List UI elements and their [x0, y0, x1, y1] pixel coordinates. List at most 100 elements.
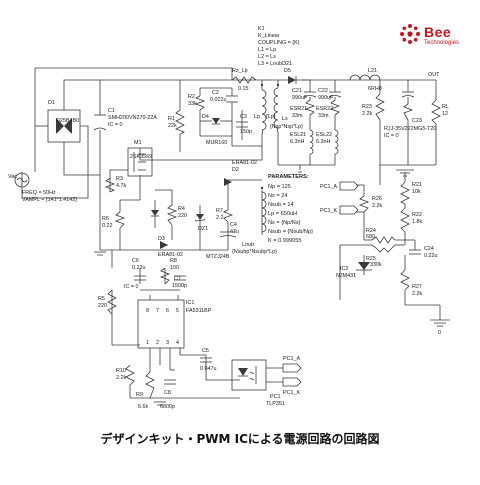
r6-label: R6 — [102, 216, 109, 222]
r25-symbol — [371, 244, 396, 253]
primary-coil-symbol — [261, 89, 267, 135]
ic1-part: FA5311BP — [186, 308, 212, 314]
r23-value: 2.2k — [362, 111, 372, 117]
r26-symbol — [358, 195, 370, 213]
esl22-label: ESL22 — [316, 132, 332, 138]
header-line-3: L1 = Lp — [258, 47, 276, 53]
param-line-3: Nsub = 14 — [268, 202, 294, 208]
ic1-label: IC1 — [186, 300, 194, 306]
r1-symbol — [175, 109, 185, 135]
pc1-part: TLP351 — [266, 401, 285, 407]
header-line-4: L2 = Ls — [258, 54, 276, 60]
pc1-k-flag-left — [282, 377, 302, 387]
parameters-block: PARAMETERS: Np = 125 Ns = 24 Nsub = 14 L… — [268, 174, 313, 244]
rl-symbol — [431, 99, 441, 125]
r2-value: 33k — [188, 101, 197, 107]
m1-part: 2SK3569 — [130, 154, 152, 160]
c4-label: C4 — [230, 222, 237, 228]
ic1-pin-4: 4 — [176, 340, 179, 346]
r10-label: R10 — [116, 368, 126, 374]
header-line-1: K_Linear — [258, 33, 280, 39]
dz1-symbol — [196, 214, 204, 220]
c4-value: 47u — [230, 229, 239, 235]
ls-label: Ls — [282, 116, 288, 122]
ic1-pin-6: 6 — [166, 308, 169, 314]
c5-label: C5 — [202, 348, 209, 354]
r26-label: R26 — [372, 196, 382, 202]
c5-value: 0.047u — [200, 366, 217, 372]
d2-part: ERA81-02 — [232, 160, 257, 166]
d3-symbol — [160, 241, 168, 249]
r5-value: 220 — [98, 303, 107, 309]
esr22-value: 33m — [318, 113, 329, 119]
r2-symbol — [194, 95, 206, 111]
l21-symbol — [349, 74, 381, 81]
ground-zero-label: 0 — [438, 330, 441, 336]
r24-label: R24 — [366, 228, 376, 234]
m1-symbol — [127, 147, 153, 177]
d3-label: D3 — [158, 236, 165, 242]
c3-value: 150p — [240, 129, 252, 135]
param-line-2: Ns = 24 — [268, 193, 287, 199]
r10-value: 2.2k — [116, 375, 126, 381]
ac-source-symbol — [14, 172, 30, 188]
r23-label: R23 — [362, 104, 372, 110]
esl21-label: ESL21 — [290, 132, 306, 138]
r7-value: 2.2 — [216, 215, 224, 221]
d5-label: D5 — [284, 68, 291, 74]
r3-symbol — [104, 177, 116, 193]
pc1-a-flag-left — [282, 363, 302, 373]
k1-label: K1 — [258, 26, 265, 32]
ground-symbols — [94, 169, 450, 406]
esl22-value: 6.3nH — [316, 139, 330, 145]
ic1-pin-1: 1 — [146, 340, 149, 346]
r24-symbol — [371, 236, 396, 244]
r21-value: 10k — [412, 189, 421, 195]
d4-label: D4 — [202, 114, 209, 120]
r25-label: R25 — [366, 256, 376, 262]
ic1-pin-8: 8 — [146, 308, 149, 314]
r3-value: 4.7k — [116, 183, 126, 189]
l21-label: L21 — [368, 68, 377, 74]
d5-symbol — [288, 76, 296, 84]
param-line-6: Nsub = {Nsub/Np} — [268, 229, 313, 235]
pc1-k-right-text: PC1_K — [320, 208, 337, 214]
r21-label: R21 — [412, 182, 422, 188]
c6-ic: IC = 0 — [124, 284, 139, 290]
r7-label: R7 — [216, 208, 223, 214]
c23-label: C23 — [412, 118, 422, 124]
c1-label: C1 — [108, 108, 115, 114]
bee-logo-icon — [400, 24, 420, 44]
ic1-pin-7: 7 — [156, 308, 159, 314]
c1-ic: IC = 0 — [108, 122, 123, 128]
r6-symbol — [114, 211, 126, 229]
r9-value: 5.6k — [138, 404, 148, 410]
r9-label: R9 — [136, 392, 143, 398]
c23-part: RJJ-35V222MG5-T20 — [384, 126, 436, 132]
param-line-1: Np = 125 — [268, 184, 291, 190]
labels: K1 K_Linear COUPLING = {K} L1 = Lp L2 = … — [8, 26, 449, 410]
header-line-5: L3 = LnubD21 — [258, 61, 292, 67]
c24-label: C24 — [424, 246, 434, 252]
r4-symbol — [166, 204, 178, 226]
ic2-label: IC2 — [340, 266, 348, 272]
r21-symbol — [400, 181, 410, 205]
aux-coil-symbol — [261, 191, 267, 233]
c8-label: C8 — [164, 390, 171, 396]
diagram-caption: デザインキット・PWM ICによる電源回路の回路図 — [100, 432, 380, 446]
c22-label: C22 — [318, 88, 328, 94]
d3-part: ERA81-02 — [158, 252, 183, 258]
pc1-label: PC1 — [270, 394, 281, 400]
param-line-5: Ns = {Np/Ns} — [268, 220, 301, 226]
r22-symbol — [400, 207, 410, 233]
ic1-pin-5: 5 — [176, 308, 179, 314]
pc1-a-left-text: PC1_A — [283, 356, 300, 362]
c7-label: C7 — [174, 276, 181, 282]
r9-symbol — [145, 371, 155, 399]
pc1-k-left-text: PC1_K — [283, 390, 300, 396]
c7-value: 1500p — [172, 283, 187, 289]
l21-value: 6RH8 — [368, 86, 382, 92]
c3-label: C3 — [240, 114, 247, 120]
ic2-part: NJM431 — [336, 273, 356, 279]
